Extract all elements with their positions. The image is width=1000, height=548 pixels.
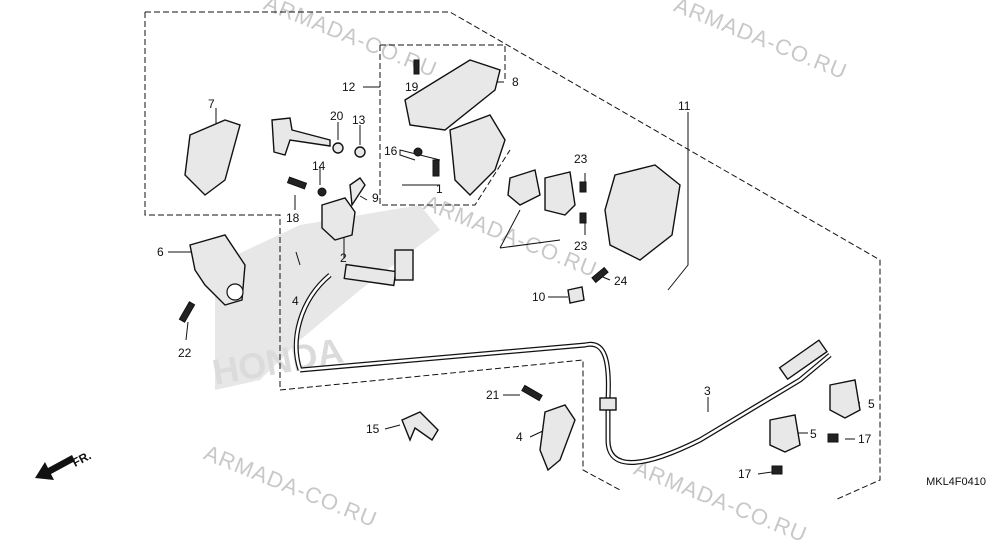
bolt-21 bbox=[521, 384, 543, 402]
holder-5a bbox=[829, 379, 861, 419]
callout-16: 16 bbox=[384, 144, 398, 158]
callout-1: 1 bbox=[436, 182, 443, 196]
callout-24: 24 bbox=[614, 274, 628, 288]
callout-17: 17 bbox=[858, 432, 872, 446]
lock-bracket bbox=[184, 119, 241, 196]
callout-17: 17 bbox=[738, 467, 752, 481]
callout-18: 18 bbox=[286, 211, 300, 225]
lever-cam bbox=[507, 169, 541, 206]
callout-12: 12 bbox=[342, 80, 356, 94]
switch-unit bbox=[321, 197, 356, 241]
washer-13 bbox=[354, 146, 366, 158]
callout-5: 5 bbox=[868, 397, 875, 411]
bolt-18 bbox=[286, 176, 308, 190]
spring-1 bbox=[432, 159, 440, 177]
cable-end-fitting bbox=[778, 339, 828, 381]
callout-21: 21 bbox=[486, 388, 500, 402]
spring-23a bbox=[579, 181, 587, 193]
latch-hole bbox=[226, 283, 244, 301]
callout-10: 10 bbox=[532, 290, 546, 304]
nut-14 bbox=[317, 187, 327, 197]
callout-9: 9 bbox=[372, 191, 379, 205]
lever-plate bbox=[544, 171, 576, 216]
callout-labels: 1 2 3 4 4 5 5 6 7 8 9 10 11 12 13 14 15 … bbox=[157, 75, 875, 481]
callout-13: 13 bbox=[352, 113, 366, 127]
callout-14: 14 bbox=[312, 159, 326, 173]
spring-24 bbox=[591, 266, 609, 284]
cable-grommet bbox=[599, 397, 617, 411]
cable-clamp-15 bbox=[401, 411, 439, 442]
callout-19: 19 bbox=[405, 80, 419, 94]
pin-19 bbox=[413, 59, 420, 75]
fasteners bbox=[178, 59, 839, 475]
frame-logo-shading: HONDA bbox=[209, 205, 440, 393]
seat-lock-cover bbox=[404, 59, 501, 131]
subassembly-boundary bbox=[379, 44, 511, 206]
cable-elbow bbox=[394, 249, 414, 281]
lock-lever-assembly bbox=[604, 164, 681, 261]
washer-20 bbox=[332, 142, 344, 154]
callout-5: 5 bbox=[810, 427, 817, 441]
callout-11: 11 bbox=[678, 99, 691, 113]
cable-guide-4 bbox=[539, 404, 576, 472]
diagram-code: MKL4F0410 bbox=[926, 476, 986, 488]
callout-23: 23 bbox=[574, 239, 588, 253]
screw-17a bbox=[827, 433, 839, 443]
clip-10 bbox=[567, 286, 585, 304]
parts-diagram: HONDA bbox=[35, 11, 881, 500]
assembly-boundary bbox=[144, 11, 881, 500]
lock-pin bbox=[271, 117, 331, 156]
callout-15: 15 bbox=[366, 422, 380, 436]
callout-7: 7 bbox=[208, 97, 215, 111]
callout-23: 23 bbox=[574, 152, 588, 166]
callout-4: 4 bbox=[516, 430, 523, 444]
callout-22: 22 bbox=[178, 346, 192, 360]
callout-2: 2 bbox=[340, 251, 347, 265]
callout-20: 20 bbox=[330, 109, 344, 123]
screw-17b bbox=[771, 465, 783, 475]
callout-6: 6 bbox=[157, 245, 164, 259]
holder-5b bbox=[769, 414, 801, 453]
spring-23b bbox=[579, 212, 587, 224]
callout-4: 4 bbox=[292, 294, 299, 308]
switch-tab bbox=[349, 177, 366, 208]
nut-16 bbox=[413, 147, 423, 157]
callout-3: 3 bbox=[704, 384, 711, 398]
front-arrow-icon bbox=[35, 455, 75, 480]
bolt-22 bbox=[178, 301, 196, 323]
key-cylinder-housing bbox=[449, 114, 506, 196]
callout-8: 8 bbox=[512, 75, 519, 89]
